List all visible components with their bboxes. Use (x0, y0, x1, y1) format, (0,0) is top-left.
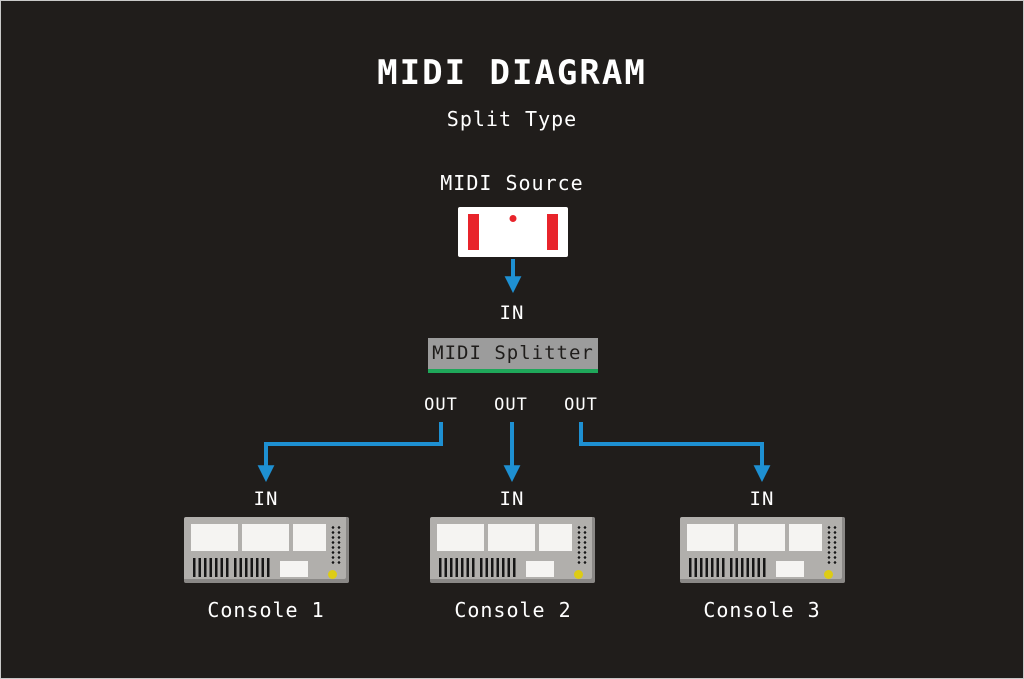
console-screen (191, 524, 238, 551)
console-pad (280, 561, 308, 577)
console-screen (687, 524, 734, 551)
console-led-icon (824, 570, 833, 579)
console-screen (789, 524, 822, 551)
console-2-icon (430, 517, 595, 583)
out-label-2: OUT (494, 395, 528, 415)
console-led-icon (574, 570, 583, 579)
console-grill (826, 525, 838, 565)
console-fader-strip (439, 558, 475, 577)
console-grill (330, 525, 342, 565)
console-screen (242, 524, 289, 551)
console-1-icon (184, 517, 349, 583)
console-screen (539, 524, 572, 551)
diagram-title: MIDI DIAGRAM (377, 53, 647, 93)
midi-splitter-box: MIDI Splitter (428, 338, 598, 373)
midi-port-dot (509, 215, 517, 222)
midi-port-bar-left (468, 214, 479, 250)
midi-port-bar-right (547, 214, 558, 250)
console-fader-strip (234, 558, 270, 577)
console-3-label: Console 3 (703, 598, 821, 622)
midi-source-label: MIDI Source (440, 171, 584, 195)
arrow-out-to-console-3 (579, 422, 771, 483)
splitter-in-label: IN (499, 302, 525, 324)
out-label-3: OUT (564, 395, 598, 415)
console-2-in-label: IN (499, 488, 525, 510)
console-fader-strip (480, 558, 516, 577)
console-1-label: Console 1 (207, 598, 325, 622)
console-3-in-label: IN (749, 488, 775, 510)
diagram-subtitle: Split Type (446, 107, 578, 131)
console-1-in-label: IN (253, 488, 279, 510)
console-screen (437, 524, 484, 551)
console-grill (576, 525, 588, 565)
console-fader-strip (730, 558, 766, 577)
console-fader-strip (689, 558, 725, 577)
arrow-out-to-console-1 (257, 422, 443, 483)
console-2-label: Console 2 (454, 598, 572, 622)
console-screen (293, 524, 326, 551)
console-led-icon (328, 570, 337, 579)
console-pad (776, 561, 804, 577)
midi-source-icon (458, 207, 568, 257)
console-fader-strip (193, 558, 229, 577)
console-screen (488, 524, 535, 551)
out-label-1: OUT (424, 395, 458, 415)
console-screen (738, 524, 785, 551)
console-3-icon (680, 517, 845, 583)
console-pad (526, 561, 554, 577)
